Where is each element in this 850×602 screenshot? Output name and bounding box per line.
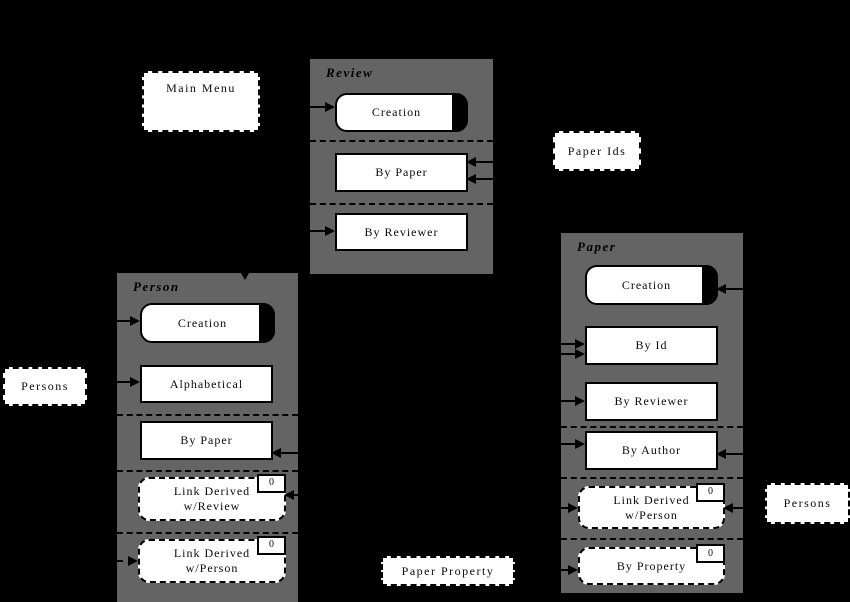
arrow-into-person-link-derived-review [284,490,298,500]
paper-ids-box: Paper Ids [553,131,641,171]
arrow-into-paper-by-author-right [716,449,743,459]
person-link-derived-review-node: 0 Link Derived w/Review [138,474,286,521]
paper-by-reviewer-label: By Reviewer [614,394,689,408]
review-separator-1 [310,140,493,142]
arrow-into-person-alphabetical [117,377,140,387]
zero-badge: 0 [696,483,725,502]
person-creation-label: Creation [177,315,228,330]
paper-separator-1 [561,426,743,428]
person-separator-1 [117,414,298,416]
stadium-cap [702,265,718,305]
zero-badge: 0 [257,536,286,555]
paper-by-author-node: By Author [585,431,718,470]
paper-ids-label: Paper Ids [567,143,627,158]
person-panel-label: Person [133,279,180,294]
paper-property-label: Paper Property [401,563,495,578]
paper-link-derived-person-line1: Link Derived [613,492,690,507]
zero-badge: 0 [696,544,725,563]
persons-left-box: Persons [3,367,87,406]
arrow-into-person-by-paper [271,448,298,458]
arrow-into-paper-link-derived-person-left [561,503,578,513]
person-separator-2 [117,470,298,472]
arrow-into-paper-by-author-left [561,439,585,449]
paper-panel-label: Paper [577,239,617,254]
review-separator-2 [310,203,493,205]
review-by-reviewer-node: By Reviewer [335,213,468,251]
paper-creation-node: Creation [585,265,718,305]
person-by-paper-label: By Paper [180,433,233,447]
main-menu-box: Main Menu [142,71,260,132]
paper-by-author-label: By Author [621,443,682,457]
stadium-cap [259,303,275,343]
person-by-paper-node: By Paper [140,421,273,460]
person-link-derived-person-line1: Link Derived [173,546,251,560]
person-alphabetical-label: Alphabetical [169,376,244,391]
person-alphabetical-node: Alphabetical [140,365,273,403]
review-panel-label: Review [326,65,374,80]
main-menu-label: Main Menu [166,81,236,95]
review-by-paper-node: By Paper [335,153,468,192]
person-link-derived-person-line2: w/Person [185,561,239,575]
arrow-into-review-by-reviewer [310,226,335,236]
paper-link-derived-person-node: 0 Link Derived w/Person [578,483,725,529]
arrow-into-paper-by-reviewer [561,396,585,406]
paper-by-reviewer-node: By Reviewer [585,382,718,421]
arrow-into-paper-by-id-2 [561,349,585,359]
zero-badge: 0 [257,474,286,493]
paper-by-id-label: By Id [635,338,668,352]
persons-left-label: Persons [21,379,69,393]
person-link-derived-review-line1: Link Derived [173,484,251,498]
paper-by-id-node: By Id [585,326,718,365]
paper-separator-3 [561,538,743,540]
paper-creation-label: Creation [621,277,672,292]
arrow-into-review-by-paper-2 [466,174,493,184]
paper-separator-2 [561,477,743,479]
person-creation-node: Creation [140,303,275,343]
paper-by-property-label: By Property [616,558,687,573]
arrow-into-paper-by-id-1 [561,339,585,349]
arrow-into-review-creation [310,102,335,112]
review-by-paper-label: By Paper [375,165,428,179]
review-creation-label: Creation [371,105,422,119]
person-link-derived-person-node: 0 Link Derived w/Person [138,536,286,583]
arrow-into-paper-creation [716,284,743,294]
arrow-into-paper-link-derived-person-right [723,503,743,513]
paper-panel: Paper Creation By Id By Reviewer By Auth… [561,233,743,593]
arrow-nub-into-person-panel [241,273,249,280]
persons-right-label: Persons [783,496,832,510]
person-separator-3 [117,532,298,534]
person-panel: Person Creation Alphabetical By Paper 0 … [117,273,298,602]
stadium-cap [452,93,468,132]
review-creation-node: Creation [335,93,468,132]
paper-by-property-node: 0 By Property [578,544,725,585]
persons-right-box: Persons [765,483,850,524]
paper-link-derived-person-line2: w/Person [625,507,678,522]
person-link-derived-review-line2: w/Review [183,499,241,513]
arrow-into-review-by-paper-1 [466,157,493,167]
paper-property-box: Paper Property [381,556,515,586]
arrow-into-paper-by-property [561,565,578,575]
arrow-into-person-link-derived-person [117,556,138,566]
arrow-into-person-creation [117,316,140,326]
review-panel: Review Creation By Paper By Reviewer [310,59,493,274]
review-by-reviewer-label: By Reviewer [364,224,439,239]
